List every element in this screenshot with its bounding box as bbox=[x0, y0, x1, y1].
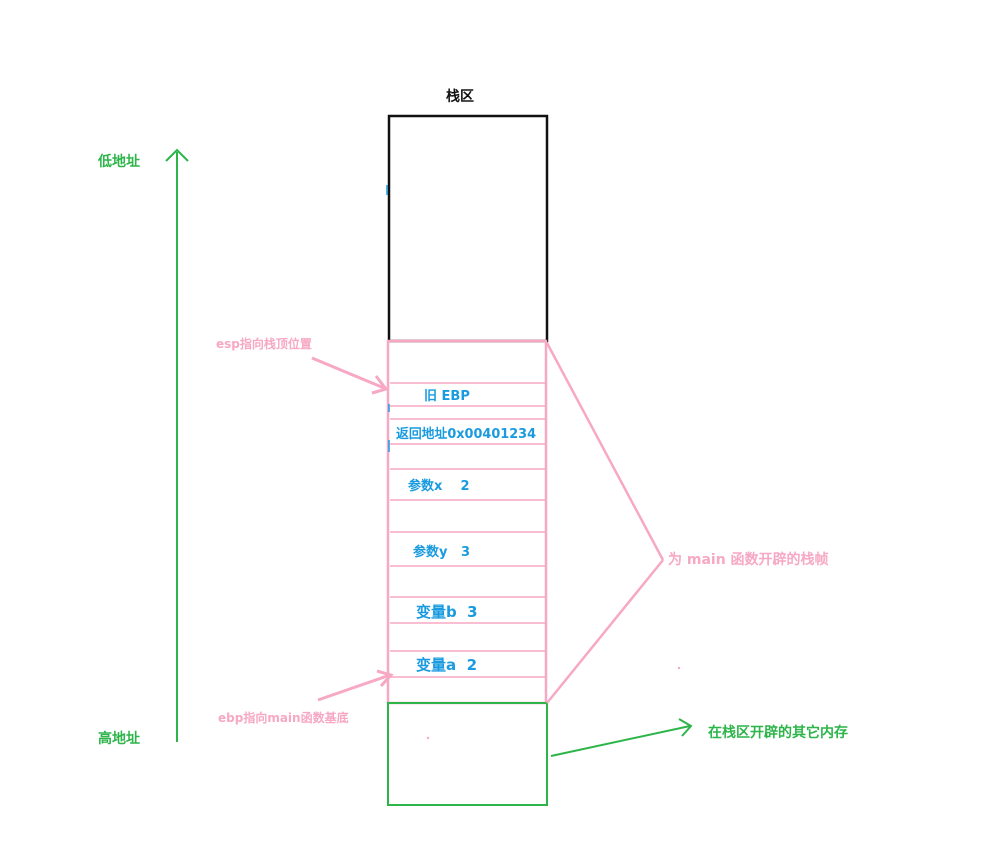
low-address-label: 低地址 bbox=[97, 153, 140, 170]
other-memory-annotation: 在栈区开辟的其它内存 bbox=[708, 724, 848, 741]
high-address-label: 高地址 bbox=[98, 730, 140, 747]
slot-label-param-y: 参数y 3 bbox=[413, 544, 470, 560]
stack-free-region bbox=[387, 114, 549, 343]
esp-arrow bbox=[311, 356, 389, 395]
stray-dot bbox=[677, 666, 681, 670]
stack-title: 栈区 bbox=[446, 88, 474, 105]
slot-label-param-x: 参数x 2 bbox=[408, 478, 470, 494]
address-axis-arrowhead bbox=[165, 148, 189, 162]
other-memory-region bbox=[387, 702, 548, 806]
slot-label-var-a: 变量a 2 bbox=[416, 656, 477, 674]
ebp-annotation: ebp指向main函数基底 bbox=[218, 710, 349, 725]
esp-annotation: esp指向栈顶位置 bbox=[216, 336, 312, 351]
address-axis bbox=[165, 148, 189, 742]
slot-label-var-b: 变量b 3 bbox=[416, 603, 478, 621]
frame-bracket bbox=[545, 342, 665, 704]
ebp-arrow bbox=[317, 669, 394, 702]
slot-label-old-ebp: 旧 EBP bbox=[424, 389, 470, 404]
other-memory-arrow bbox=[550, 718, 693, 757]
stray-dot bbox=[426, 736, 430, 740]
frame-annotation: 为 main 函数开辟的栈帧 bbox=[668, 551, 829, 568]
slot-label-return-address: 返回地址0x00401234 bbox=[396, 426, 536, 442]
